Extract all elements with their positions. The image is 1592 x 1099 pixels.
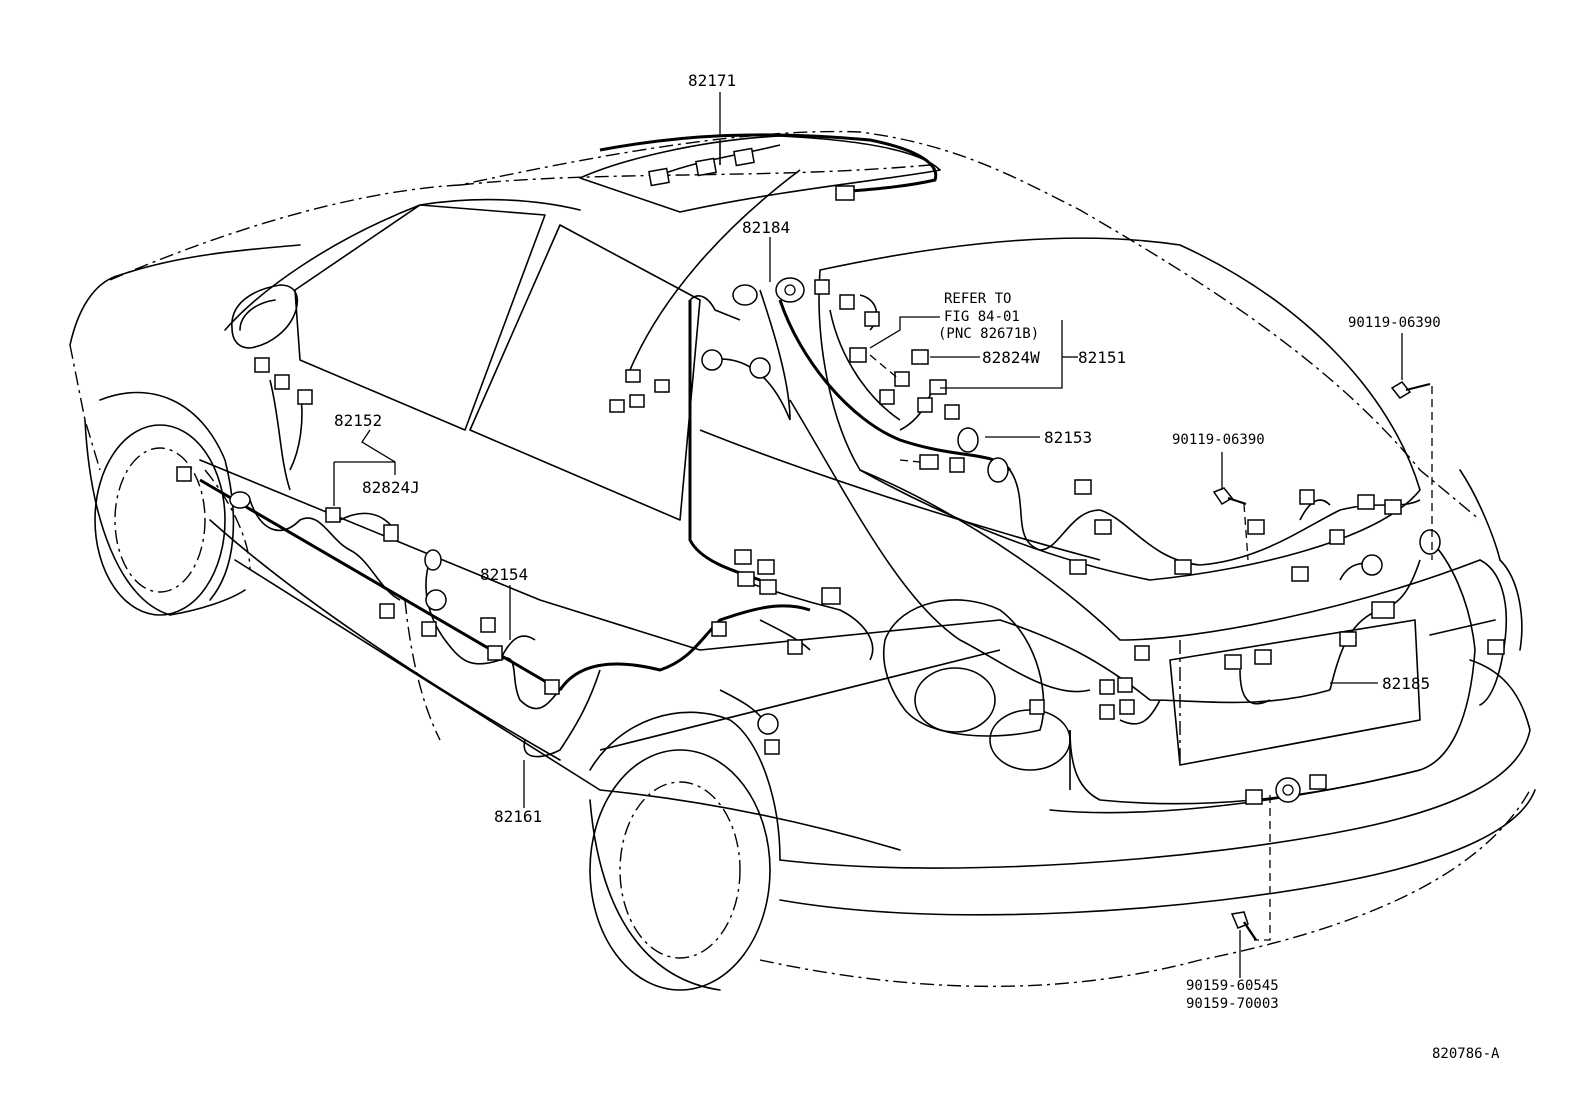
label-82152: 82152 xyxy=(334,411,382,430)
bolt-icon-bumper xyxy=(1230,911,1257,941)
figure-id: 820786-A xyxy=(1432,1046,1500,1062)
wire-harnesses xyxy=(199,133,1476,805)
label-82184: 82184 xyxy=(742,218,790,237)
label-82161: 82161 xyxy=(494,807,542,826)
label-82154: 82154 xyxy=(480,565,528,584)
label-90119-06390-roof: 90119-06390 xyxy=(1348,315,1441,331)
label-90159-60545: 90159-60545 xyxy=(1186,978,1279,994)
label-refer-line3: (PNC 82671B) xyxy=(938,326,1039,342)
label-82171: 82171 xyxy=(688,71,736,90)
label-82151: 82151 xyxy=(1078,348,1126,367)
label-82153: 82153 xyxy=(1044,428,1092,447)
label-82824w: 82824W xyxy=(982,348,1040,367)
connectors xyxy=(176,147,1505,805)
label-90159-70003: 90159-70003 xyxy=(1186,996,1279,1012)
label-refer-line2: FIG 84-01 xyxy=(944,309,1020,325)
label-90119-06390-hatch: 90119-06390 xyxy=(1172,432,1265,448)
label-82824j: 82824J xyxy=(362,478,420,497)
label-refer-line1: REFER TO xyxy=(944,291,1011,307)
label-82185: 82185 xyxy=(1382,674,1430,693)
part-labels: 82171 82184 REFER TO FIG 84-01 (PNC 8267… xyxy=(334,71,1500,1062)
bolt-icon-roof xyxy=(1390,381,1431,399)
grommets xyxy=(229,277,1441,803)
car-body-outline xyxy=(69,130,1536,991)
leader-lines xyxy=(333,92,1433,978)
bolt-icon-hatch xyxy=(1212,487,1247,506)
